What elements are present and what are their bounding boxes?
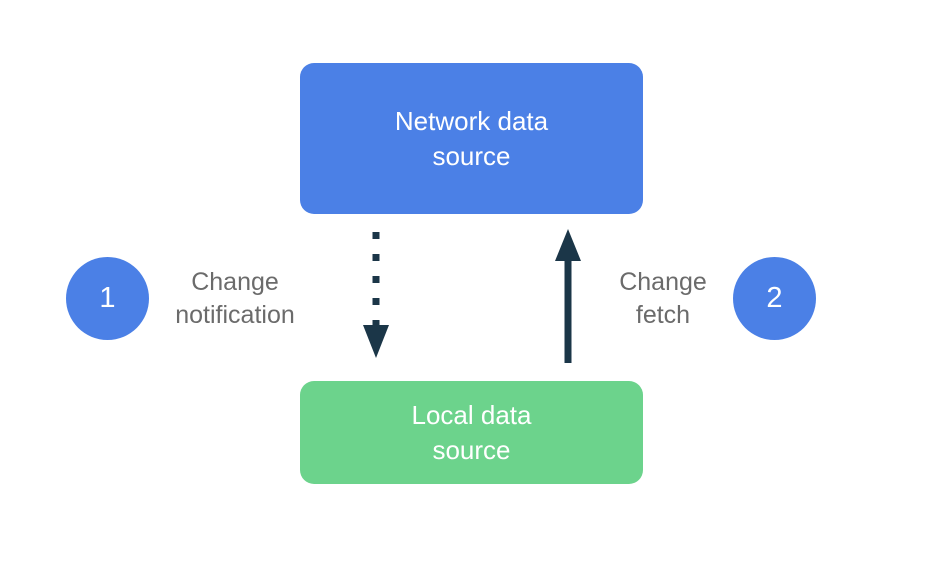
change-notification-label: Change notification: [150, 266, 320, 332]
change-notification-label-line1: Change: [191, 268, 279, 296]
network-data-source-box: Network data source: [300, 63, 643, 214]
local-box-label-line1: Local data: [411, 399, 532, 430]
step-2-badge: 2: [733, 257, 816, 340]
local-box-label-line2: source: [432, 434, 511, 465]
local-data-source-box: Local data source: [300, 381, 643, 484]
step-1-badge: 1: [66, 257, 149, 340]
change-notification-arrow-down-icon: [363, 232, 389, 358]
change-fetch-label-line2: fetch: [635, 301, 691, 329]
change-fetch-arrow-up-icon: [555, 229, 581, 363]
network-box-label-line2: source: [432, 140, 511, 171]
network-box-label-line1: Network data: [394, 105, 549, 136]
change-fetch-label-line1: Change: [619, 268, 707, 296]
change-notification-label-line2: notification: [175, 301, 295, 329]
change-fetch-label: Change fetch: [598, 266, 728, 332]
step-2-number: 2: [766, 282, 783, 314]
step-1-number: 1: [99, 282, 116, 314]
